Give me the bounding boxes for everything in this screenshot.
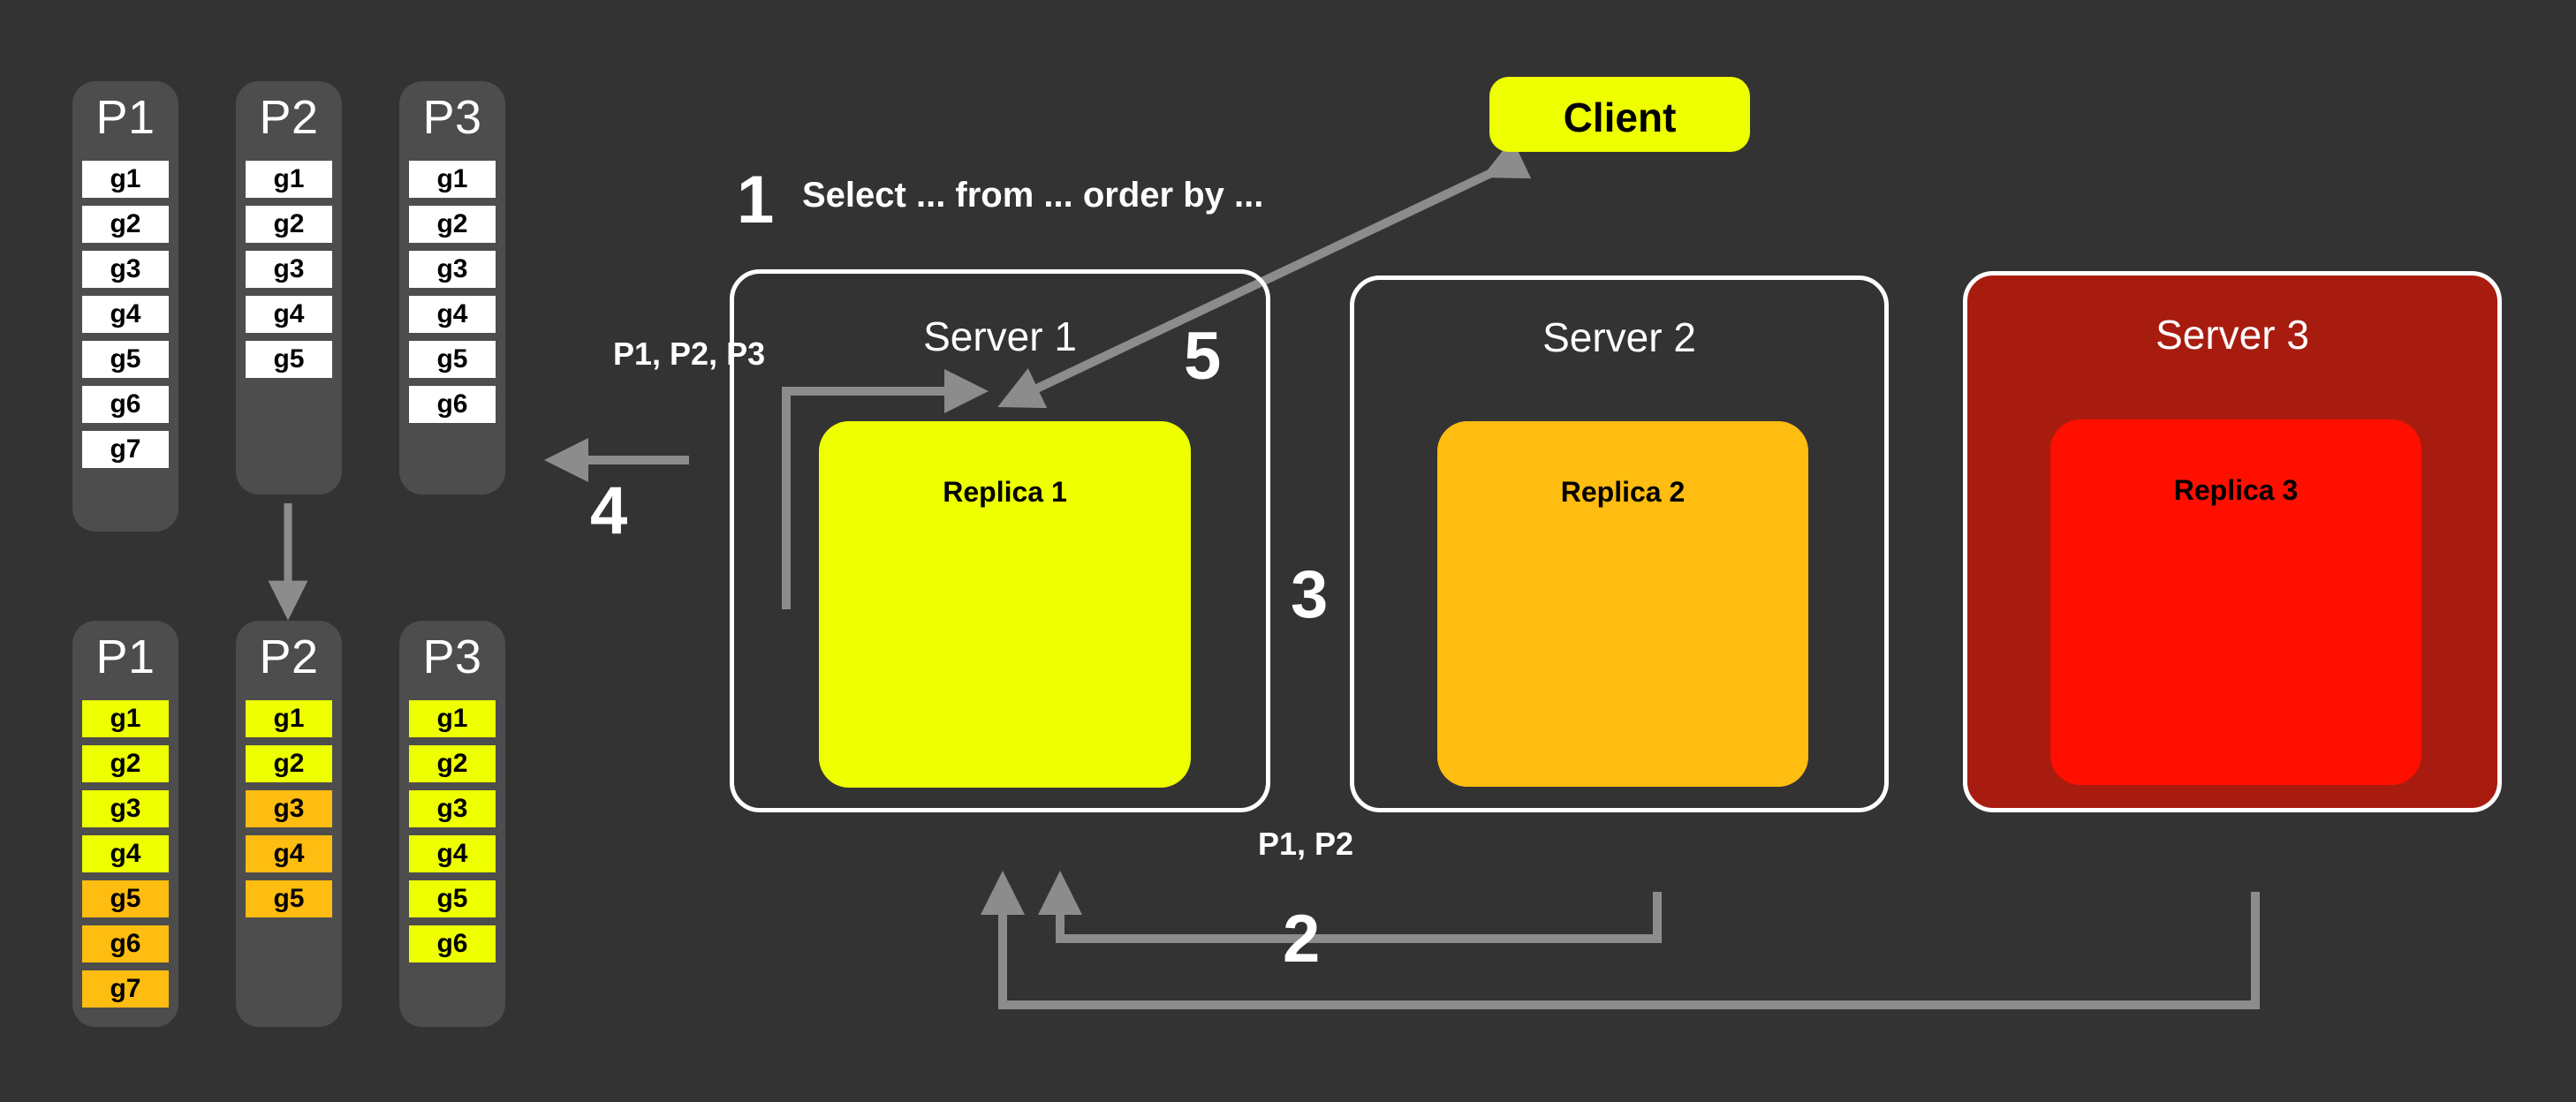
partition-cell: g1 [246, 161, 332, 198]
edge-label-p1-p2-p3: P1, P2, P3 [613, 336, 766, 372]
partition-cell: g3 [409, 251, 496, 288]
partition-cell: g1 [409, 700, 496, 737]
partition-cell: g6 [409, 386, 496, 423]
partition-cell: g1 [409, 161, 496, 198]
partition-cell: g1 [82, 700, 169, 737]
arrow-step2-server3-to-server1 [981, 870, 2260, 1009]
partition-column-p1-after[interactable]: P1 g1 g2 g3 g4 g5 g6 g7 [72, 621, 178, 1027]
partition-title: P3 [422, 630, 482, 683]
partition-cell: g5 [82, 880, 169, 917]
partition-column-p3-before[interactable]: P3 g1 g2 g3 g4 g5 g6 [399, 81, 505, 494]
step-number-5: 5 [1184, 319, 1222, 394]
client-label: Client [1563, 94, 1677, 140]
replica-label: Replica 2 [1560, 476, 1686, 508]
partition-cell: g3 [409, 790, 496, 827]
partition-cell: g3 [246, 251, 332, 288]
server-2-box[interactable]: Server 2 Replica 2 [1350, 276, 1889, 812]
partition-cell: g7 [82, 431, 169, 468]
partition-cell: g7 [82, 970, 169, 1008]
partition-cell: g2 [246, 206, 332, 243]
step-number-3: 3 [1291, 557, 1329, 632]
partition-cell: g4 [246, 296, 332, 333]
partition-title: P2 [259, 91, 319, 144]
client-node[interactable]: Client [1489, 77, 1750, 152]
partition-cell: g6 [82, 925, 169, 962]
partition-cell: g6 [82, 386, 169, 423]
replica-1-box[interactable]: Replica 1 [819, 421, 1191, 788]
partition-cell: g5 [246, 341, 332, 378]
replica-label: Replica 3 [2173, 474, 2299, 506]
partition-column-p3-after[interactable]: P3 g1 g2 g3 g4 g5 g6 [399, 621, 505, 1027]
partition-cell: g2 [82, 745, 169, 782]
partition-cell: g6 [409, 925, 496, 962]
partition-cell: g1 [246, 700, 332, 737]
step-number-4: 4 [590, 473, 628, 548]
partition-cell: g4 [246, 835, 332, 872]
arrow-step2-server2-to-server1 [1038, 870, 1662, 943]
partition-title: P3 [422, 91, 482, 144]
partition-title: P2 [259, 630, 319, 683]
partition-cell: g5 [82, 341, 169, 378]
server-1-box[interactable]: Server 1 Replica 1 [730, 269, 1270, 812]
partition-cell: g5 [246, 880, 332, 917]
replica-2-box[interactable]: Replica 2 [1437, 421, 1808, 787]
partition-title: P1 [95, 630, 155, 683]
replica-3-box[interactable]: Replica 3 [2050, 419, 2421, 785]
partition-cell: g2 [409, 206, 496, 243]
partition-cell: g5 [409, 341, 496, 378]
server-title: Server 1 [923, 313, 1077, 359]
server-3-box[interactable]: Server 3 Replica 3 [1963, 271, 2502, 812]
server-title: Server 3 [2156, 312, 2309, 358]
edge-label-p1-p2: P1, P2 [1258, 826, 1354, 862]
partition-cell: g3 [82, 790, 169, 827]
partition-cell: g2 [409, 745, 496, 782]
replica-label: Replica 1 [943, 476, 1067, 508]
server-title: Server 2 [1542, 314, 1696, 360]
partition-cell: g4 [82, 296, 169, 333]
query-text: Select ... from ... order by ... [802, 176, 1264, 215]
partition-cell: g2 [246, 745, 332, 782]
partition-cell: g3 [246, 790, 332, 827]
partition-cell: g3 [82, 251, 169, 288]
partition-column-p1-before[interactable]: P1 g1 g2 g3 g4 g5 g6 g7 [72, 81, 178, 532]
partition-cell: g2 [82, 206, 169, 243]
step-number-2: 2 [1283, 902, 1321, 977]
step-number-1: 1 [737, 162, 775, 238]
partition-column-p2-after[interactable]: P2 g1 g2 g3 g4 g5 [236, 621, 342, 1027]
partition-cell: g4 [409, 835, 496, 872]
partition-cell: g5 [409, 880, 496, 917]
partition-title: P1 [95, 91, 155, 144]
partition-cell: g1 [82, 161, 169, 198]
partition-column-p2-before[interactable]: P2 g1 g2 g3 g4 g5 [236, 81, 342, 494]
partition-cell: g4 [409, 296, 496, 333]
partition-cell: g4 [82, 835, 169, 872]
